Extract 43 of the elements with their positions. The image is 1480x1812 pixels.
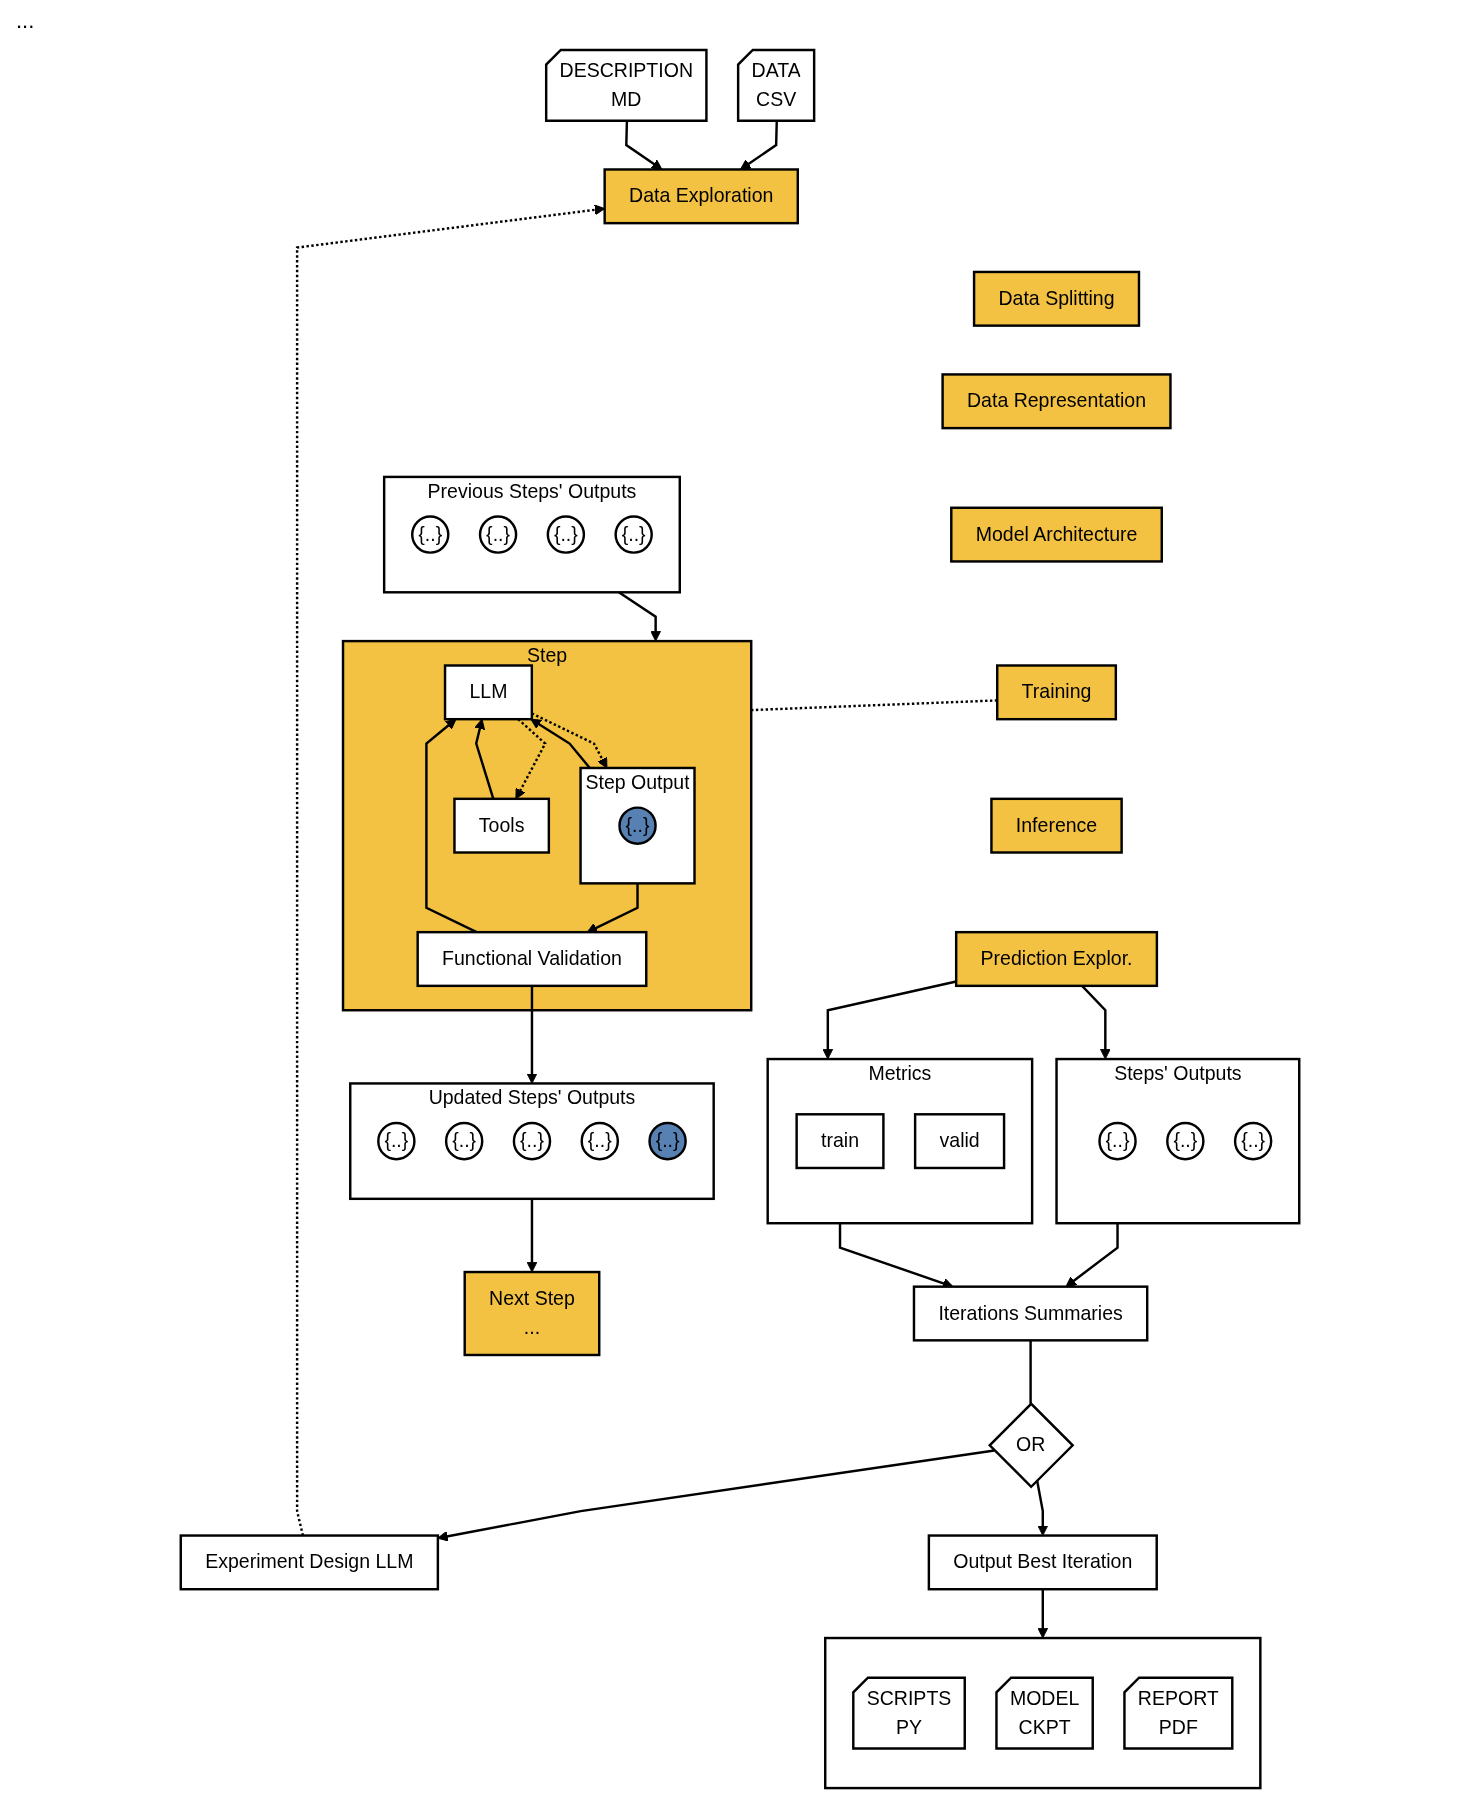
- node-circle: {..}: [648, 1121, 687, 1161]
- node-circle: {..}: [411, 515, 450, 554]
- connector: [751, 699, 998, 712]
- arrow: [1037, 1589, 1049, 1639]
- node-box: Functional Validation: [416, 930, 648, 988]
- node-circle: {..}: [1166, 1121, 1205, 1161]
- node-box: Next Step ...: [463, 1270, 601, 1357]
- node-box: Tools: [453, 797, 551, 854]
- node-circle: {..}: [580, 1121, 620, 1161]
- node-diamond: OR: [988, 1402, 1075, 1489]
- node-box: Data Splitting: [972, 270, 1141, 327]
- node-box: valid: [913, 1113, 1006, 1170]
- arrow: [740, 121, 778, 170]
- arrow: [437, 1449, 995, 1542]
- node-box: Data Representation: [941, 373, 1172, 430]
- node-box: Experiment Design LLM: [179, 1534, 440, 1591]
- node-box: Prediction Explor.: [954, 930, 1159, 988]
- arrow: [1081, 985, 1111, 1060]
- node-box: Inference: [990, 797, 1123, 854]
- node-box: Data Exploration: [603, 168, 799, 225]
- node-box: Model Architecture: [950, 506, 1163, 563]
- arrow: [586, 883, 639, 933]
- arrow: [625, 121, 663, 170]
- node-box: Iterations Summaries: [912, 1285, 1149, 1342]
- arrow: [526, 985, 538, 1084]
- arrow: [822, 980, 957, 1060]
- arrow: [526, 1198, 538, 1273]
- node-circle: {..}: [1098, 1121, 1137, 1161]
- node-circle: {..}: [546, 515, 586, 554]
- node-circle: {..}: [478, 515, 518, 554]
- ellipsis-label: ...: [16, 8, 35, 34]
- cluster: [824, 1636, 1262, 1790]
- node-circle: {..}: [444, 1121, 484, 1161]
- node-box: Training: [996, 664, 1118, 721]
- node-circle: {..}: [377, 1121, 416, 1161]
- node-box: train: [795, 1113, 885, 1170]
- node-box: LLM: [443, 664, 534, 721]
- node-circle: {..}: [512, 1121, 552, 1161]
- node-circle: {..}: [614, 515, 653, 554]
- node-circle: {..}: [1233, 1121, 1273, 1161]
- node-circle: {..}: [618, 806, 657, 845]
- node-box: Output Best Iteration: [927, 1534, 1158, 1591]
- connector: [1029, 1340, 1032, 1404]
